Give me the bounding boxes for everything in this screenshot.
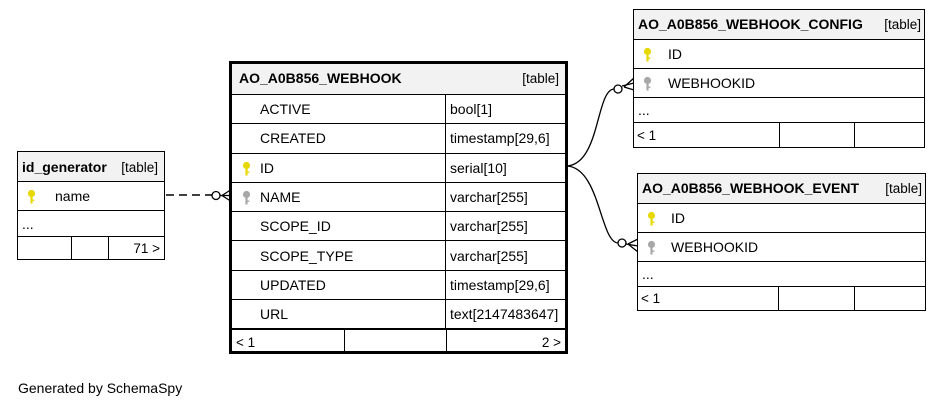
- column-type: varchar[255]: [450, 247, 528, 264]
- column-row: ID: [634, 40, 924, 69]
- column-name: UPDATED: [260, 270, 446, 300]
- more-columns: ...: [18, 211, 164, 237]
- column-name: ACTIVE: [260, 95, 446, 124]
- column-type: timestamp[29,6]: [450, 276, 550, 293]
- column-name: WEBHOOKID: [668, 75, 756, 91]
- implied-relationship-idgen-webhook: [166, 188, 233, 203]
- footer-columns: [779, 123, 854, 147]
- column-name: ID: [671, 210, 685, 226]
- footer-parents: < 1: [641, 291, 661, 306]
- table-name[interactable]: AO_A0B856_WEBHOOK_EVENT: [642, 180, 860, 196]
- column-name: ID: [260, 153, 446, 182]
- table-header: AO_A0B856_WEBHOOK_EVENT [table]: [638, 174, 925, 204]
- primary-key-icon: [27, 189, 36, 207]
- column-type: serial[10]: [450, 159, 507, 176]
- column-name: ID: [668, 46, 682, 62]
- footer-children: [854, 287, 925, 310]
- primary-key-icon: [242, 161, 251, 179]
- column-type: text[2147483647]: [450, 306, 559, 323]
- footer-children: 71 >: [108, 237, 164, 259]
- foreign-key-icon: [643, 76, 652, 94]
- table-kind: [table]: [884, 17, 921, 32]
- table-footer: < 1 2 >: [232, 329, 565, 355]
- column-type: varchar[255]: [450, 189, 528, 206]
- foreign-key-icon: [242, 190, 251, 208]
- table-name[interactable]: AO_A0B856_WEBHOOK_CONFIG: [638, 16, 863, 32]
- table-webhook-event[interactable]: AO_A0B856_WEBHOOK_EVENT [table] ID WEBHO…: [637, 173, 926, 311]
- table-header: AO_A0B856_WEBHOOK_CONFIG [table]: [634, 10, 924, 40]
- footer-parents: < 1: [236, 334, 256, 350]
- primary-key-icon: [647, 211, 656, 229]
- table-webhook-config[interactable]: AO_A0B856_WEBHOOK_CONFIG [table] ID WEBH…: [633, 9, 925, 148]
- column-type: bool[1]: [450, 101, 493, 118]
- footer-parents: [18, 237, 71, 259]
- footer-columns: [778, 287, 854, 310]
- table-footer: 71 >: [18, 237, 164, 259]
- table-kind: [table]: [121, 160, 158, 175]
- table-id-generator[interactable]: id_generator [table] name ... 71 >: [17, 151, 165, 260]
- column-name: NAME: [260, 182, 446, 212]
- footer-columns: [71, 237, 108, 259]
- column-name: CREATED: [260, 124, 446, 153]
- table-footer: < 1: [638, 287, 925, 310]
- column-name: SCOPE_TYPE: [260, 241, 446, 270]
- column-row: WEBHOOKID: [634, 69, 924, 98]
- table-name[interactable]: id_generator: [22, 159, 107, 175]
- foreign-key-icon: [647, 240, 656, 258]
- more-columns: ...: [638, 262, 925, 287]
- footer-children: [854, 123, 924, 147]
- column-name: SCOPE_ID: [260, 212, 446, 241]
- primary-key-icon: [643, 47, 652, 65]
- relationship-webhook-config: [566, 77, 635, 167]
- column-name: WEBHOOKID: [671, 239, 759, 255]
- table-name[interactable]: AO_A0B856_WEBHOOK: [239, 70, 402, 86]
- column-row: WEBHOOKID: [638, 233, 925, 262]
- generator-credit: Generated by SchemaSpy: [18, 380, 183, 396]
- column-type: varchar[255]: [450, 218, 528, 235]
- column-row: name: [18, 182, 164, 211]
- footer-children: 2 >: [446, 330, 565, 355]
- table-footer: < 1: [634, 123, 924, 147]
- table-header: id_generator [table]: [18, 152, 164, 182]
- column-name: name: [55, 188, 91, 204]
- footer-parents: < 1: [637, 127, 657, 143]
- more-columns: ...: [634, 98, 924, 123]
- column-type: timestamp[29,6]: [450, 130, 550, 147]
- column-name: URL: [260, 300, 446, 329]
- relationship-webhook-event: [566, 165, 639, 253]
- table-kind: [table]: [522, 71, 559, 86]
- footer-columns: [344, 330, 446, 355]
- column-row: ID: [638, 204, 925, 233]
- table-kind: [table]: [885, 181, 922, 196]
- table-header: AO_A0B856_WEBHOOK [table]: [232, 64, 565, 95]
